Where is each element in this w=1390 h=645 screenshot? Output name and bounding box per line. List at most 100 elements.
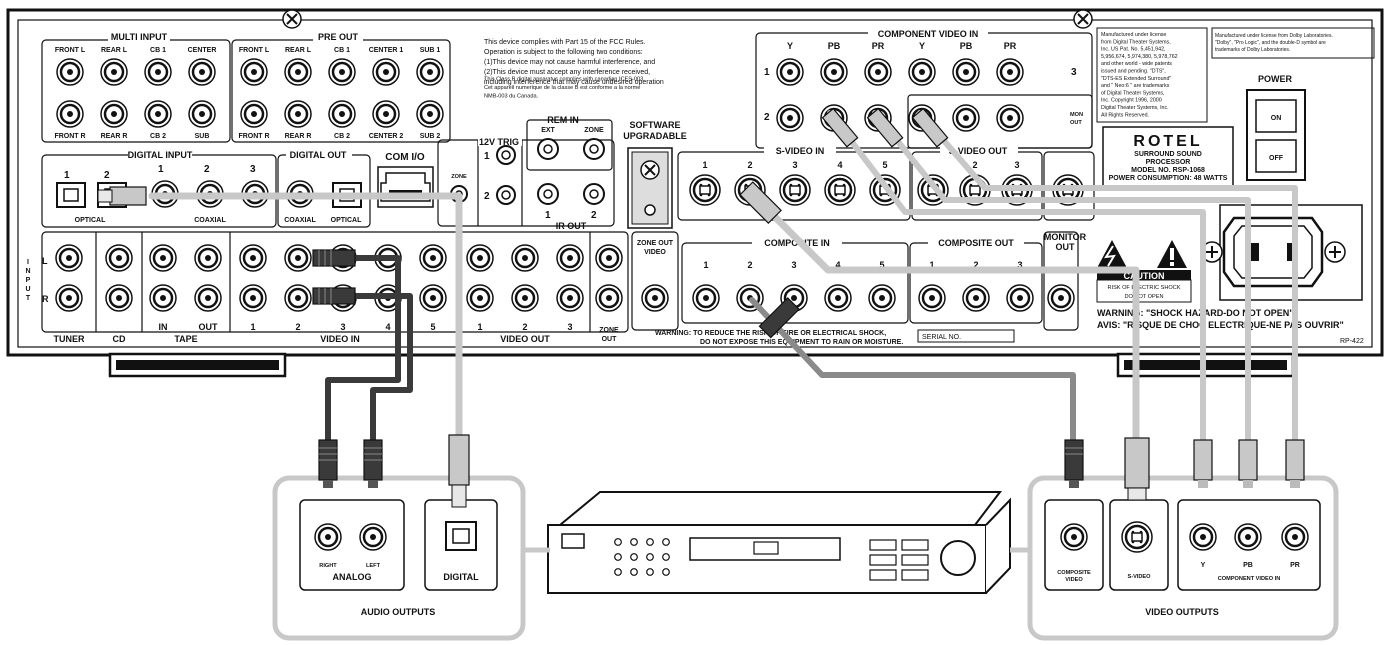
analog-input-jack[interactable] [594,283,624,313]
analog-input-jack[interactable] [510,243,540,273]
device-button [646,553,654,561]
analog-input-jack[interactable] [510,283,540,313]
analog-input-jack[interactable] [418,243,448,273]
digital-out-coax-label: COAXIAL [284,217,316,224]
top-screw-left [282,9,302,29]
monitor-out-composite-jack[interactable] [1046,283,1076,313]
mon-out-jack[interactable] [995,103,1025,133]
mon-out-jack[interactable] [951,103,981,133]
component-in-jack[interactable] [819,57,849,87]
analog-input-jack[interactable] [465,243,495,273]
pre-out-jack[interactable] [371,99,401,129]
pre-out-jack[interactable] [371,57,401,87]
panel-plugs [97,107,949,339]
analog-input-jack[interactable] [193,283,223,313]
composite-in-jack[interactable] [691,283,721,313]
component-in-jack[interactable] [863,57,893,87]
dolby-line: "Dolby", "Pro Logic", and the double-D s… [1215,40,1326,46]
composite-out-jack[interactable] [1005,283,1035,313]
svideo-in-jack[interactable] [778,173,812,207]
video-in-label: VIDEO IN [320,334,360,344]
component-in-jack[interactable] [775,57,805,87]
svideo-in-jack[interactable] [688,173,722,207]
trig-jack-1[interactable] [496,145,516,165]
rem-in-zone-jack[interactable] [583,138,605,160]
analog-right-jack[interactable] [313,522,343,552]
trig-jack-2[interactable] [496,185,516,205]
video-outputs-panel: COMPOSITE VIDEO S-VIDEO Y PB PR COMPONEN… [1010,475,1339,641]
analog-left-jack[interactable] [358,522,388,552]
ir-out-jack-2[interactable] [583,183,605,205]
analog-input-jack[interactable] [238,283,268,313]
pre-out-jack[interactable] [415,99,445,129]
analog-input-jack[interactable] [555,243,585,273]
multi-input-jack[interactable] [99,99,129,129]
multi-input-jack[interactable] [55,57,85,87]
device-button [630,538,638,546]
analog-input-jack[interactable] [418,283,448,313]
multi-input-jack[interactable] [187,57,217,87]
svideo-jack[interactable] [1120,520,1154,554]
analog-input-jack[interactable] [465,283,495,313]
composite-out-col: 3 [1017,260,1022,270]
component-pb-jack[interactable] [1233,522,1263,552]
software-line1: SOFTWARE [630,120,681,130]
pre-out-jack[interactable] [283,57,313,87]
multi-input-jack[interactable] [143,99,173,129]
analog-input-jack[interactable] [555,283,585,313]
ir-out-jack-1[interactable] [537,183,559,205]
analog-input-jack[interactable] [54,243,84,273]
analog-input-jack[interactable] [193,243,223,273]
digital-input-title: DIGITAL INPUT [128,150,193,160]
analog-input-jack[interactable] [283,283,313,313]
rem-in-ext-jack[interactable] [537,138,559,160]
multi-input-jack[interactable] [143,57,173,87]
analog-input-jack[interactable] [104,283,134,313]
digital-input-num-2: 2 [104,170,110,181]
analog-input-jack[interactable] [104,243,134,273]
digital-out-title: DIGITAL OUT [290,150,347,160]
digital-optical-jack[interactable] [445,521,477,551]
software-hole [644,204,656,216]
analog-input-jack[interactable] [283,243,313,273]
svideo-in-jack[interactable] [823,173,857,207]
composite-out-jack[interactable] [917,283,947,313]
audio-outputs-title: AUDIO OUTPUTS [361,607,436,617]
multi-input-jack[interactable] [187,99,217,129]
analog-input-jack[interactable] [54,283,84,313]
pre-out-jack[interactable] [283,99,313,129]
caution-title: CAUTION [1124,271,1165,281]
dts-line: Inc. Copyright 1996, 2000 [1101,98,1162,104]
component-pr-jack[interactable] [1280,522,1310,552]
pre-out-jack[interactable] [239,99,269,129]
component-in-jack[interactable] [995,57,1025,87]
input-l: L [42,256,48,266]
analog-input-jack[interactable] [148,243,178,273]
zone-out-video-jack[interactable] [640,283,670,313]
multi-input-jack[interactable] [55,99,85,129]
ac-inlet [1201,204,1363,301]
svideo-in-col: 3 [792,160,797,170]
zone-label: ZONE [451,174,467,180]
pre-out-jack[interactable] [327,57,357,87]
component-y-jack[interactable] [1188,522,1218,552]
power-switch[interactable]: POWER ON OFF [1246,74,1306,181]
composite-in-jack[interactable] [867,283,897,313]
multi-input-jack[interactable] [99,57,129,87]
analog-input-jack[interactable] [148,283,178,313]
pre-out-jack[interactable] [327,99,357,129]
dolby-line: trademarks of Dolby Laboratories. [1215,47,1290,53]
pre-out-jack[interactable] [415,57,445,87]
component-in-jack[interactable] [951,57,981,87]
composite-out-jack[interactable] [961,283,991,313]
analog-input-jack[interactable] [594,243,624,273]
dts-line: 5,956,674, 5,974,380, 5,978,762 [1101,54,1178,60]
composite-in-jack[interactable] [823,283,853,313]
composite-video-jack[interactable] [1059,522,1089,552]
component-in-jack[interactable] [907,57,937,87]
optical-input-1[interactable] [56,182,86,208]
composite-out-col: 1 [929,260,934,270]
pre-out-jack[interactable] [239,57,269,87]
analog-input-jack[interactable] [238,243,268,273]
component-in-jack[interactable] [775,103,805,133]
